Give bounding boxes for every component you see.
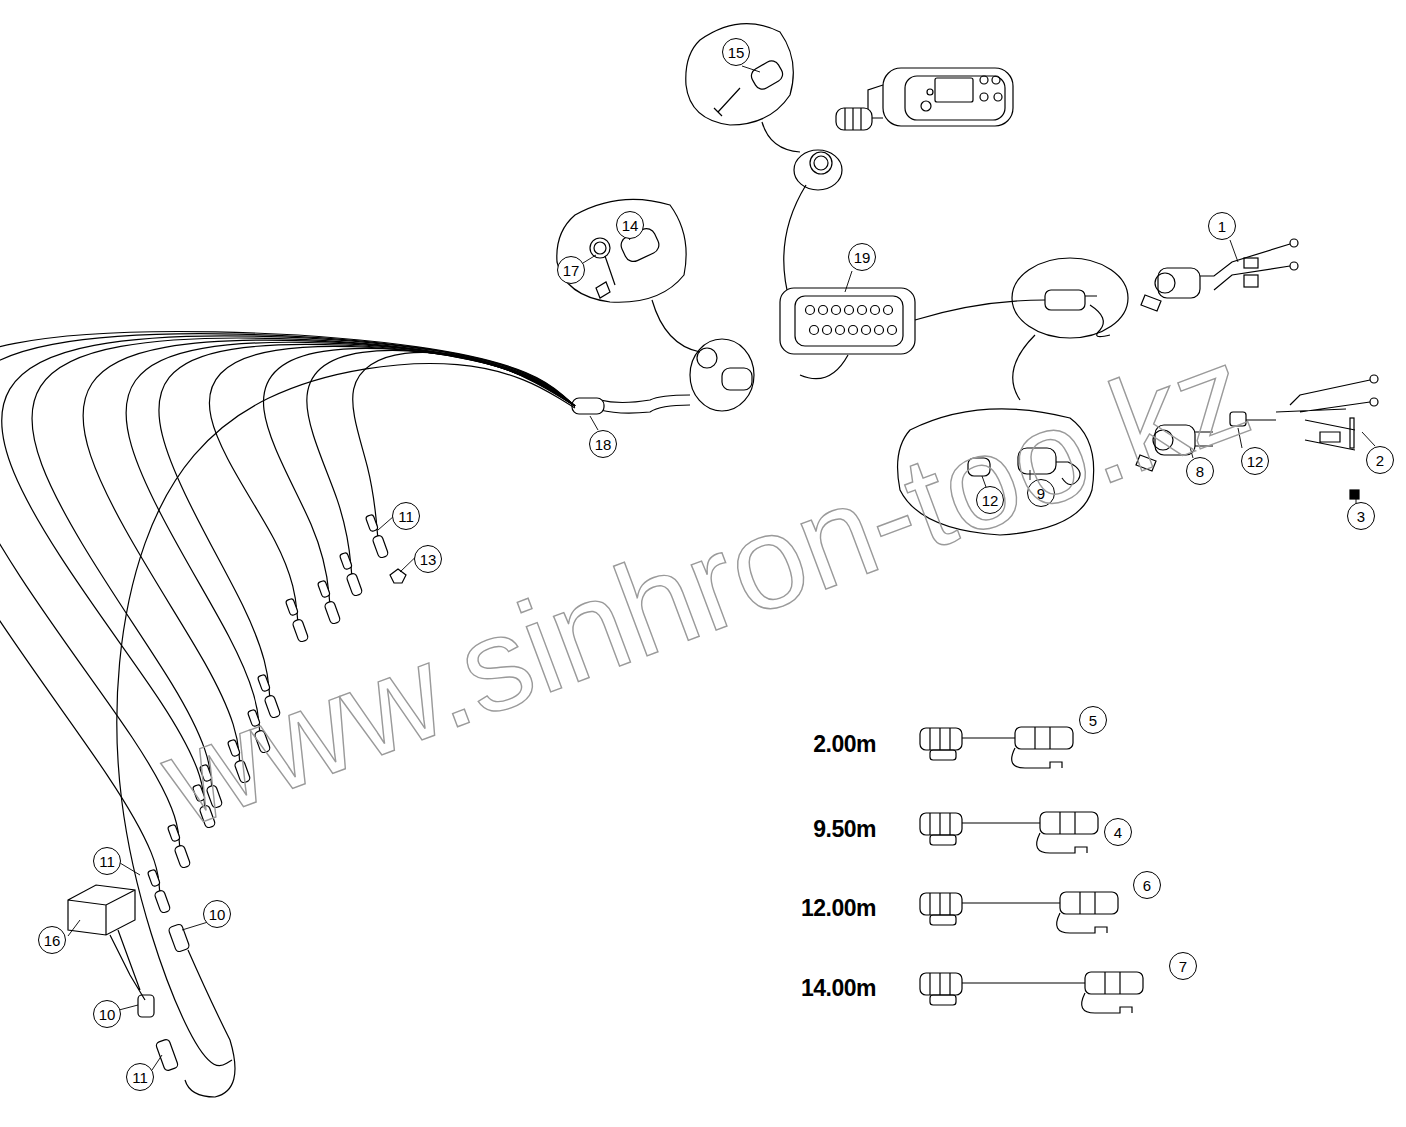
callout-number: 10 bbox=[203, 900, 231, 928]
detail-balloon bbox=[557, 199, 686, 302]
callout-number: 16 bbox=[38, 926, 66, 954]
module-box bbox=[68, 885, 235, 1097]
cable-length: 14.00m bbox=[801, 975, 876, 1002]
callout-number: 13 bbox=[414, 545, 442, 573]
callout-number: 2 bbox=[1366, 446, 1394, 474]
callout-number: 18 bbox=[589, 430, 617, 458]
callout-number: 10 bbox=[93, 1000, 121, 1028]
callout-number: 14 bbox=[616, 211, 644, 239]
callout-number: 19 bbox=[848, 243, 876, 271]
callout-number: 6 bbox=[1133, 871, 1161, 899]
callout-number: 3 bbox=[1347, 502, 1375, 530]
callout-number: 1 bbox=[1208, 212, 1236, 240]
callout-number: 7 bbox=[1169, 952, 1197, 980]
cable-length: 12.00m bbox=[801, 895, 876, 922]
callout-number: 11 bbox=[126, 1063, 154, 1091]
callout-number: 4 bbox=[1104, 818, 1132, 846]
watermark: www.sinhron-too.kz bbox=[143, 314, 1268, 856]
callout-number: 15 bbox=[722, 38, 750, 66]
callout-number: 17 bbox=[557, 256, 585, 284]
cable-length: 2.00m bbox=[813, 731, 876, 758]
junction-box bbox=[780, 288, 915, 379]
power-connector bbox=[1141, 239, 1298, 311]
callout-number: 11 bbox=[392, 502, 420, 530]
cable-length: 9.50m bbox=[813, 816, 876, 843]
detail-balloon bbox=[686, 24, 794, 125]
display-unit bbox=[836, 68, 1013, 130]
callout-number: 5 bbox=[1079, 706, 1107, 734]
callout-number: 11 bbox=[93, 847, 121, 875]
